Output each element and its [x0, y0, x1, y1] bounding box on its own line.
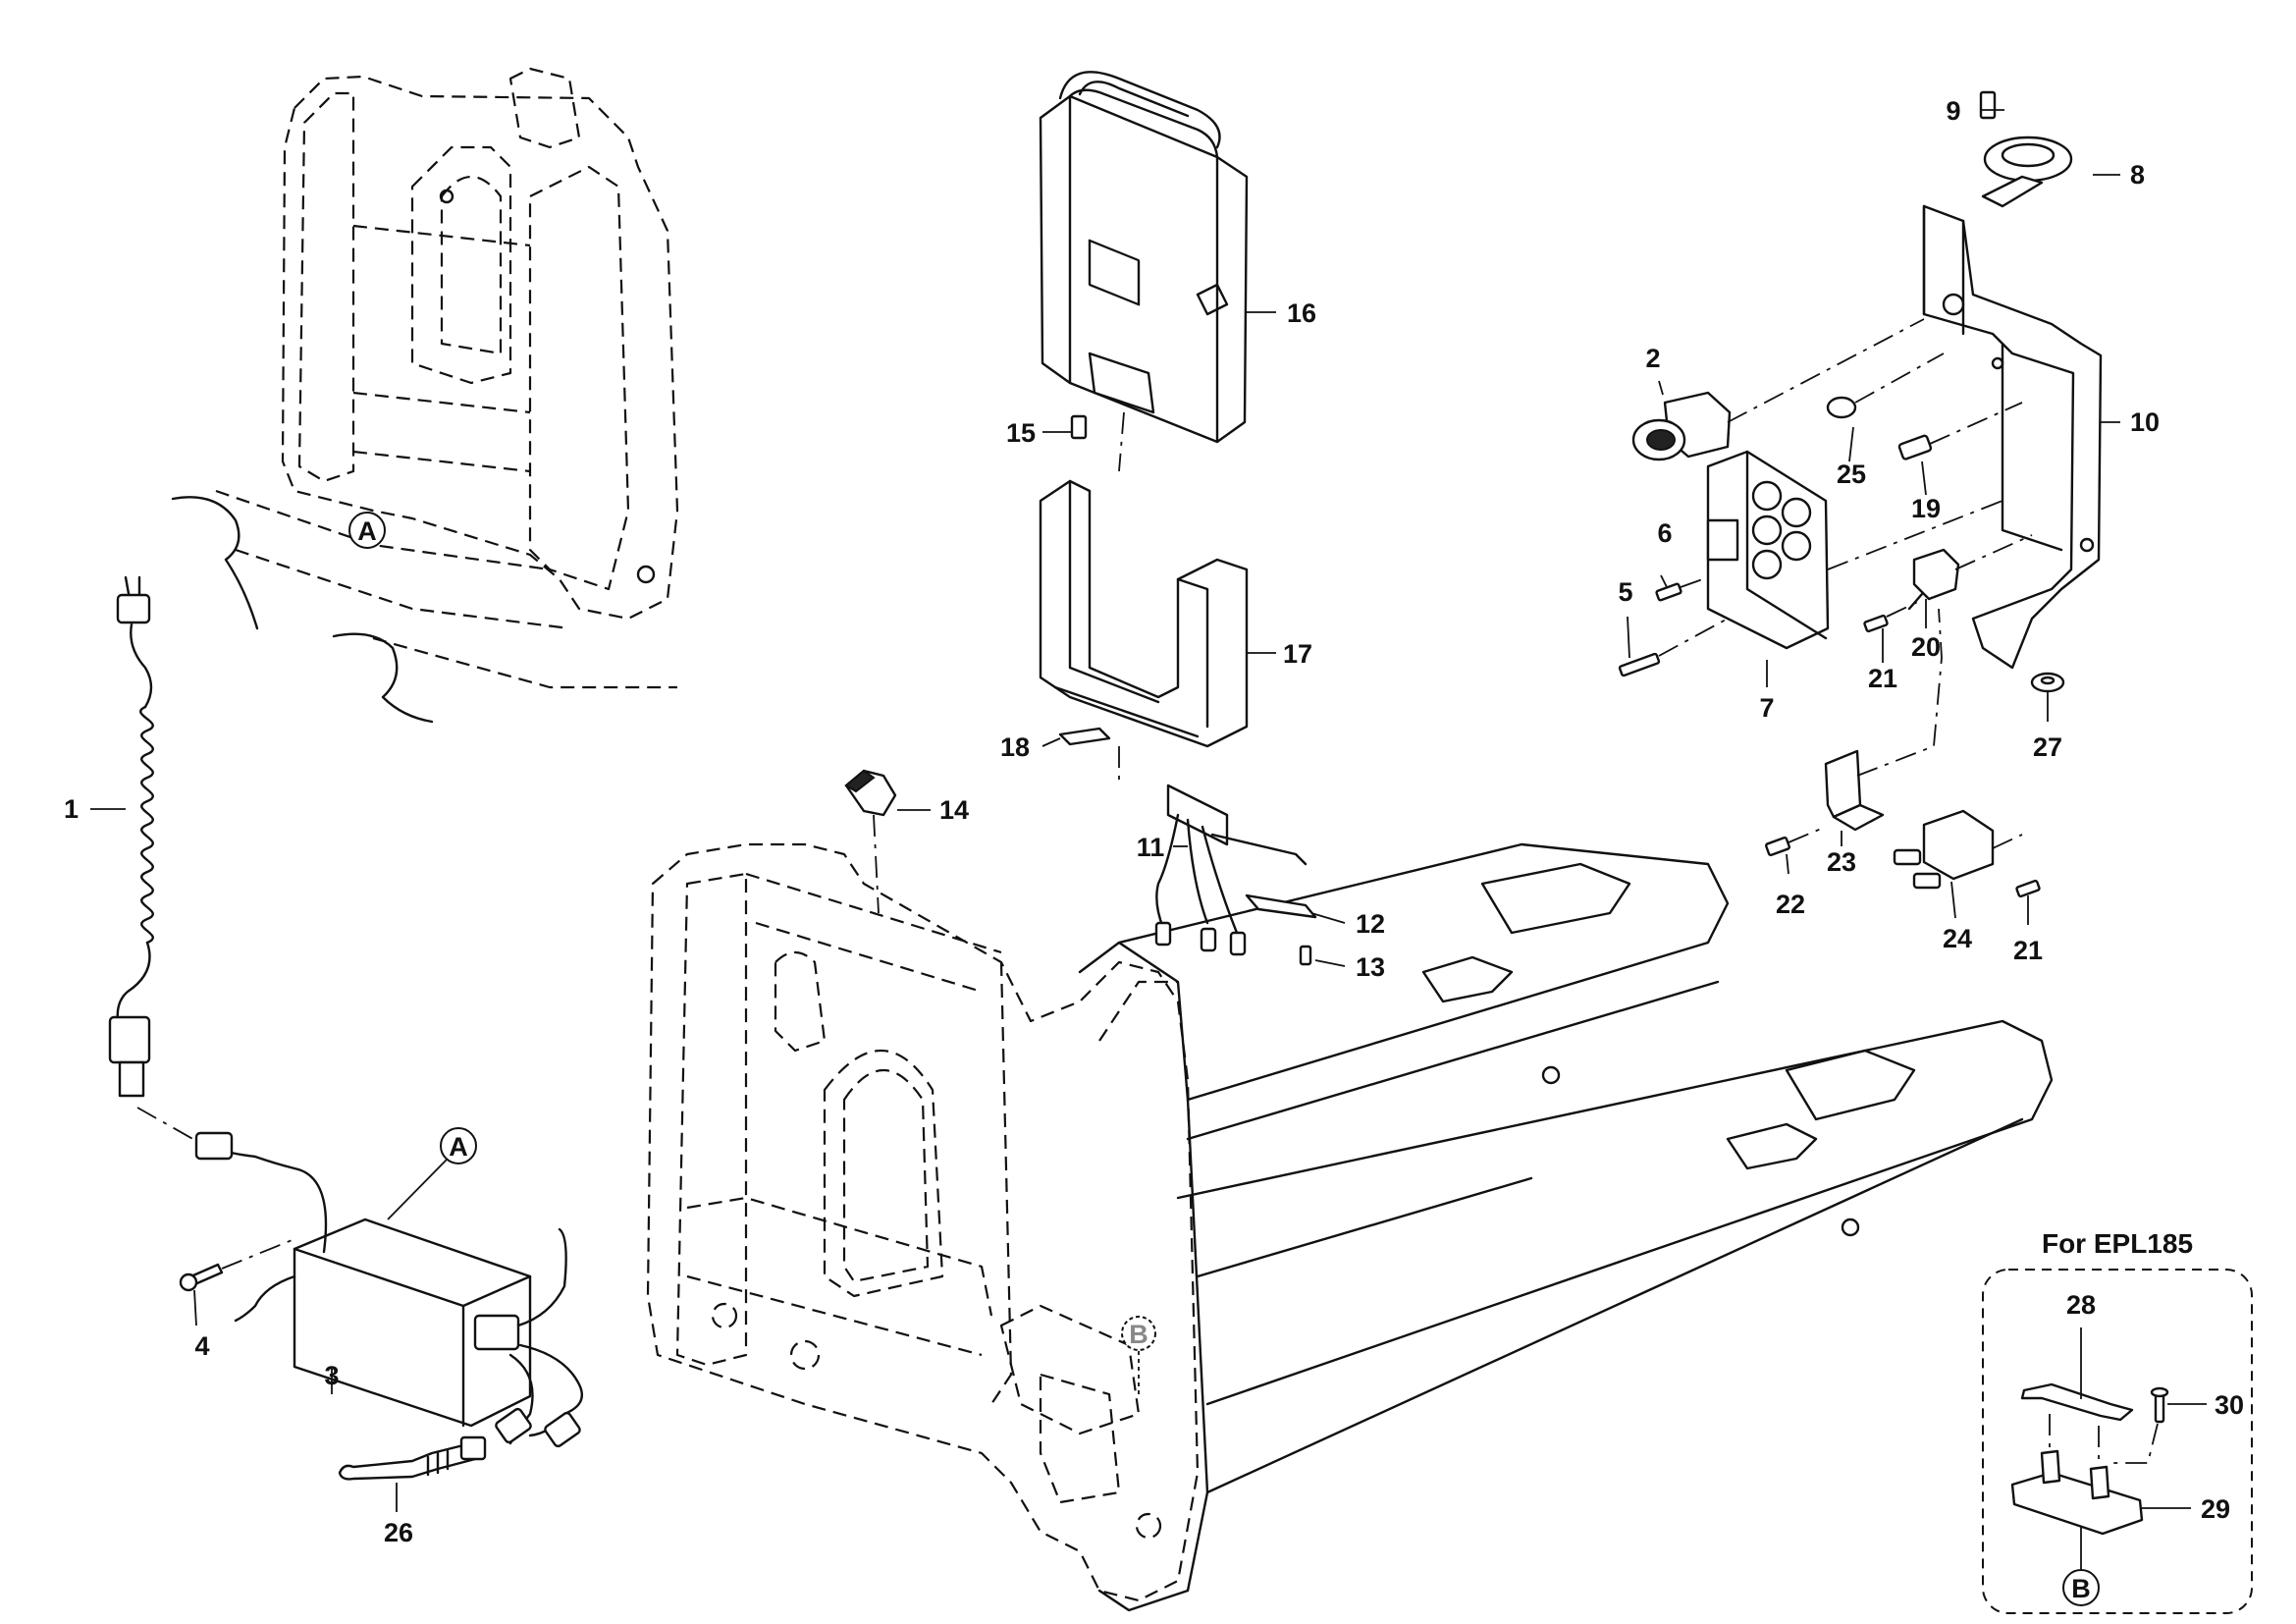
callout-18: 18 — [1000, 732, 1030, 762]
callout-1: 1 — [64, 794, 79, 824]
part-26-cable-adapter — [338, 1435, 487, 1481]
callout-5: 5 — [1618, 577, 1632, 607]
part-3-charger-unit — [136, 1107, 584, 1448]
callout-14: 14 — [939, 795, 969, 825]
callout-16: 16 — [1287, 298, 1316, 328]
truck-chassis-and-forks — [646, 842, 2054, 1612]
callout-6: 6 — [1657, 518, 1672, 548]
truck-frame-rear-view — [171, 67, 679, 724]
part-16-control-unit — [1039, 71, 1249, 444]
part-23-small-bracket — [1824, 608, 1943, 832]
callout-21-upper: 21 — [1868, 664, 1897, 693]
part-19-screw — [1897, 402, 2023, 460]
callout-21-lower: 21 — [2013, 936, 2043, 965]
part-24-relay — [1893, 809, 2023, 890]
callout-8: 8 — [2130, 160, 2145, 189]
ref-label-b-frame: B — [1129, 1320, 1148, 1349]
part-5-screw — [1618, 618, 1729, 677]
part-2-switch — [1631, 318, 1925, 461]
part-9-screw — [1979, 90, 1997, 120]
callout-2: 2 — [1645, 344, 1660, 373]
part-15-screw — [1070, 411, 1125, 472]
ref-label-b-inset: B — [2071, 1574, 2091, 1603]
callout-10: 10 — [2130, 407, 2160, 437]
callout-20: 20 — [1911, 632, 1941, 662]
callout-7: 7 — [1759, 693, 1774, 723]
inset-title: For EPL185 — [2042, 1228, 2193, 1259]
callout-25: 25 — [1837, 460, 1866, 489]
ref-marker-a-charger: A — [387, 1127, 477, 1220]
callout-3: 3 — [324, 1361, 339, 1390]
part-25-nut — [1826, 352, 1945, 419]
part-21-screw-lower — [2015, 879, 2041, 898]
callout-26: 26 — [384, 1518, 413, 1547]
part-27-washer — [2030, 672, 2065, 693]
callout-numbers: 1 2 3 4 5 6 7 8 9 10 11 12 13 14 15 16 1… — [64, 96, 2244, 1547]
ref-label-a-charger: A — [449, 1132, 468, 1162]
callout-15: 15 — [1006, 418, 1036, 448]
callout-17: 17 — [1283, 639, 1312, 669]
part-7-controller — [1706, 450, 2003, 650]
callout-24: 24 — [1943, 924, 1972, 953]
callout-22: 22 — [1776, 890, 1805, 919]
part-21-screw-upper — [1863, 598, 1925, 633]
callout-28: 28 — [2066, 1290, 2096, 1320]
part-20-sensor — [1907, 534, 2033, 611]
callout-12: 12 — [1356, 909, 1385, 939]
callout-30: 30 — [2215, 1390, 2244, 1420]
callout-leaders — [90, 109, 2120, 1512]
callout-13: 13 — [1356, 952, 1385, 982]
callout-9: 9 — [1946, 96, 1960, 126]
part-10-mounting-bracket — [1922, 204, 2103, 670]
part-14-bracket-clip — [844, 769, 897, 914]
callout-27: 27 — [2033, 732, 2062, 762]
ref-marker-b-frame: B — [1121, 1316, 1156, 1394]
callout-19: 19 — [1911, 494, 1941, 523]
part-22-screw — [1764, 826, 1827, 857]
callout-11: 11 — [1137, 833, 1165, 862]
part-12-pad — [1245, 893, 1317, 919]
part-1-coiled-power-cord — [108, 575, 154, 1098]
ref-label-a-top: A — [357, 516, 377, 546]
ref-marker-a-top: A — [348, 512, 386, 549]
part-17-control-bracket — [1039, 479, 1249, 785]
callout-29: 29 — [2201, 1494, 2230, 1524]
part-4-screw — [179, 1238, 295, 1292]
callout-4: 4 — [194, 1331, 209, 1361]
part-30-screw — [2110, 1386, 2207, 1464]
callout-23: 23 — [1827, 847, 1856, 877]
part-13-screw — [1299, 945, 1312, 966]
part-8-grommet-plate — [1981, 135, 2073, 208]
part-29-fuse-holder — [2010, 1414, 2191, 1571]
inset-epl185: For EPL185 B — [1982, 1228, 2253, 1614]
part-6-screw — [1655, 576, 1709, 602]
part-28-fuse-link — [2020, 1327, 2134, 1422]
part-18-pad — [1058, 727, 1111, 746]
part-11-wire-harness — [1154, 784, 1308, 956]
ref-marker-b-inset: B — [2062, 1569, 2100, 1606]
